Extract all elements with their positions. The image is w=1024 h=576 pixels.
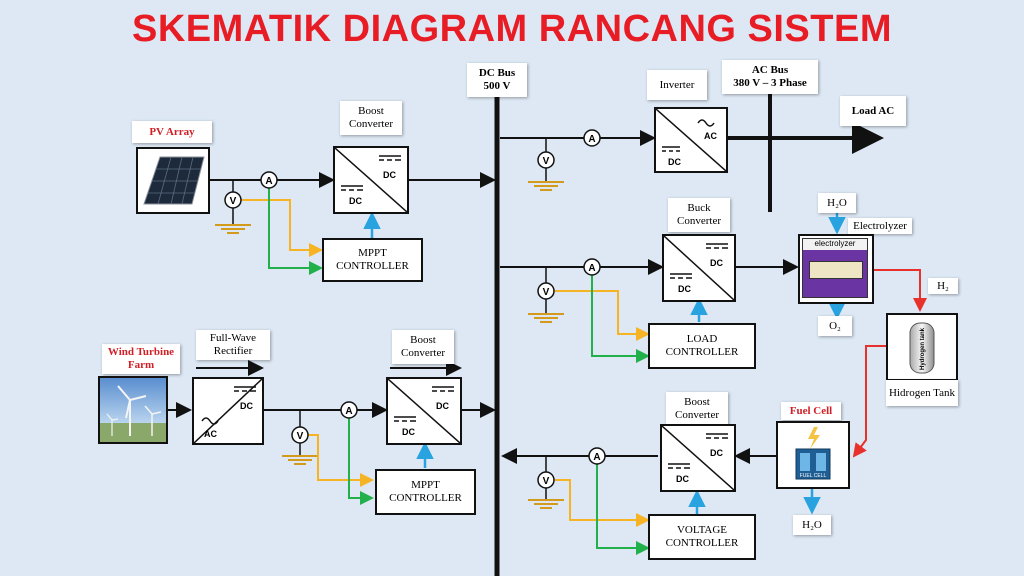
h2o-output-label: H₂O: [793, 515, 831, 535]
svg-text:V: V: [543, 287, 550, 298]
mppt1-text-1: MPPT: [358, 246, 387, 259]
boost3-dc-in: DC: [676, 474, 689, 484]
electrolyzer-membrane: [809, 261, 863, 279]
mppt2-text-2: CONTROLLER: [389, 492, 462, 504]
svg-text:A: A: [265, 176, 272, 187]
rectifier-ac-text: AC: [204, 429, 217, 439]
ammeter-pv: A: [260, 171, 278, 189]
voltmeter-wind: V: [291, 426, 309, 444]
rectifier-symbol: [194, 379, 262, 443]
pv-array-label: PV Array: [132, 121, 212, 143]
boost-converter-1-label: Boost Converter: [340, 101, 402, 135]
inverter-symbol: [656, 109, 726, 171]
inverter-block: AC DC: [654, 107, 728, 173]
dc-bus-name: DC Bus: [478, 67, 516, 80]
ac-bus-name: AC Bus: [751, 64, 789, 77]
electrolyzer-label: Electrolyzer: [848, 218, 912, 234]
wind-turbine-image: [98, 376, 168, 444]
rectifier-block: DC AC: [192, 377, 264, 445]
voltmeter-inverter: V: [537, 151, 555, 169]
inverter-ac-text: AC: [704, 131, 717, 141]
buck-converter-block: DC DC: [662, 234, 736, 302]
fuel-cell-block: FUEL CELL: [776, 421, 850, 489]
boost2-dc-out: DC: [436, 401, 449, 411]
voltmeter-buck: V: [537, 282, 555, 300]
volt-ctrl-text-2: CONTROLLER: [665, 537, 739, 549]
ammeter-fuelcell: A: [588, 447, 606, 465]
buck-converter-symbol: [664, 236, 734, 300]
ac-bus-label: AC Bus 380 V – 3 Phase: [722, 60, 818, 94]
boost-converter-2-block: DC DC: [386, 377, 462, 445]
svg-text:A: A: [345, 406, 352, 417]
electrolyzer-cell: electrolyzer: [802, 238, 868, 298]
h2o-input-label: H₂O: [818, 193, 856, 213]
fuel-cell-inner-text: FUEL CELL: [800, 473, 827, 479]
boost1-dc-in: DC: [349, 196, 362, 206]
load-ctrl-text-1: LOAD: [686, 332, 718, 345]
hydrogen-tank-block: Hydrogen tank: [886, 313, 958, 381]
boost-converter-2-symbol: [388, 379, 460, 443]
buck-converter-label: Buck Converter: [668, 198, 730, 232]
svg-text:A: A: [588, 134, 595, 145]
rectifier-dc-text: DC: [240, 401, 253, 411]
rectifier-label: Full-Wave Rectifier: [196, 330, 270, 360]
solar-panel-icon: [143, 156, 205, 205]
svg-text:V: V: [543, 156, 550, 167]
boost3-dc-out: DC: [710, 448, 723, 458]
mppt-controller-1: MPPT CONTROLLER: [322, 238, 423, 282]
hydrogen-tank-icon: Hydrogen tank: [909, 322, 935, 374]
voltmeter-pv: V: [224, 191, 242, 209]
volt-ctrl-text-1: VOLTAGE: [676, 523, 728, 536]
ac-bus-voltage: 380 V – 3 Phase: [733, 77, 807, 89]
buck-dc-in: DC: [678, 284, 691, 294]
mppt-controller-2: MPPT CONTROLLER: [375, 469, 476, 515]
svg-text:V: V: [297, 431, 304, 442]
page-title: SKEMATIK DIAGRAM RANCANG SISTEM: [131, 8, 892, 50]
boost-converter-1-block: DC DC: [333, 146, 409, 214]
ammeter-inverter: A: [583, 129, 601, 147]
ammeter-wind: A: [340, 401, 358, 419]
fuel-cell-icon: FUEL CELL: [795, 427, 831, 480]
fuel-cell-label: Fuel Cell: [781, 402, 841, 420]
boost-converter-3-label: Boost Converter: [666, 392, 728, 426]
h2-label: H₂: [928, 278, 958, 294]
dc-bus-label: DC Bus 500 V: [467, 63, 527, 97]
boost-converter-3-symbol: [662, 426, 734, 490]
ammeter-buck: A: [583, 258, 601, 276]
load-ctrl-text-2: CONTROLLER: [665, 346, 739, 358]
svg-text:V: V: [230, 196, 237, 207]
mppt1-text-2: CONTROLLER: [336, 260, 409, 272]
boost-converter-2-label: Boost Converter: [392, 330, 454, 364]
svg-text:A: A: [588, 263, 595, 274]
voltage-controller: VOLTAGE CONTROLLER: [648, 514, 756, 560]
voltmeter-fuelcell: V: [537, 471, 555, 489]
load-controller: LOAD CONTROLLER: [648, 323, 756, 369]
dc-bus-voltage: 500 V: [483, 80, 511, 92]
hydrogen-tank-label: Hidrogen Tank: [886, 380, 958, 406]
electrolyzer-inner-text: electrolyzer: [803, 239, 867, 250]
buck-dc-out: DC: [710, 258, 723, 268]
boost-converter-1-symbol: [335, 148, 407, 212]
boost1-dc-out: DC: [383, 170, 396, 180]
inverter-dc-text: DC: [668, 157, 681, 167]
wind-turbine-icon: [106, 385, 162, 436]
pv-panel-image: [136, 147, 210, 214]
svg-text:V: V: [543, 476, 550, 487]
electrolyzer-block: electrolyzer: [798, 234, 874, 304]
boost-converter-3-block: DC DC: [660, 424, 736, 492]
inverter-label: Inverter: [647, 70, 707, 100]
mppt2-text-1: MPPT: [411, 478, 440, 491]
wind-turbine-label: Wind Turbine Farm: [102, 344, 180, 374]
load-ac-label: Load AC: [840, 96, 906, 126]
tank-inner-text: Hydrogen tank: [920, 327, 926, 370]
o2-output-label: O₂: [818, 316, 852, 336]
svg-text:A: A: [593, 452, 600, 463]
boost2-dc-in: DC: [402, 427, 415, 437]
